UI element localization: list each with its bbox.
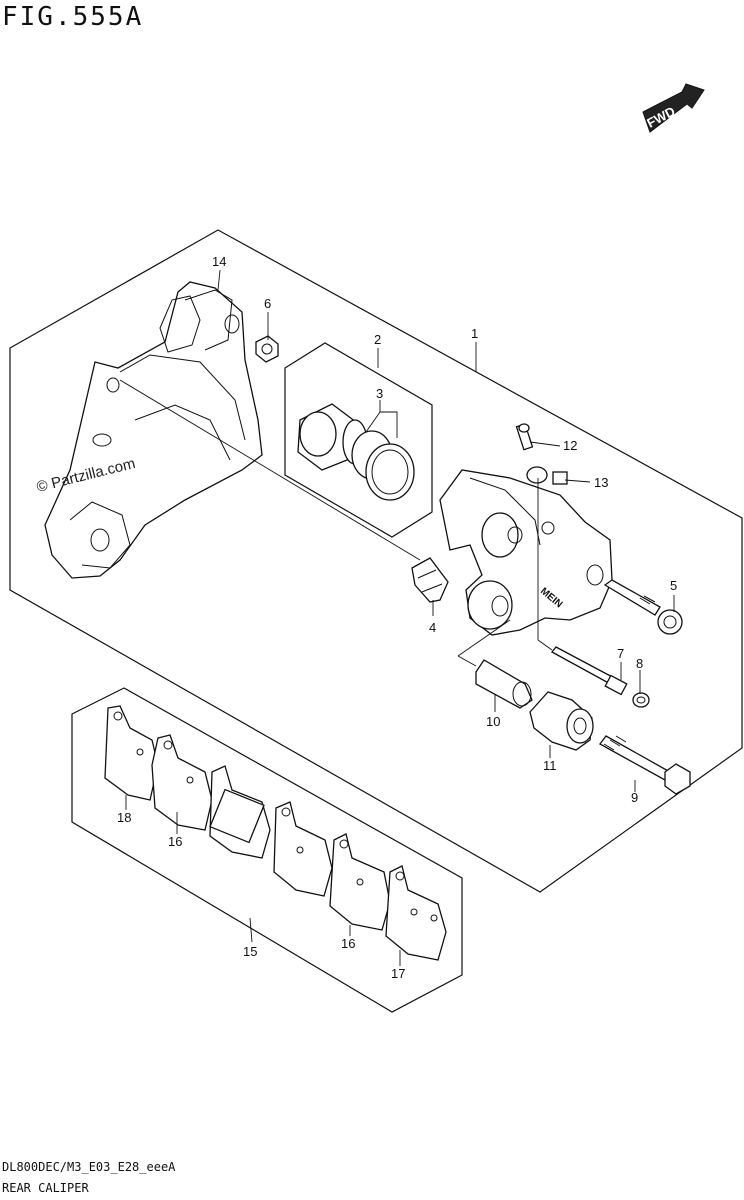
figure-code: DL800DEC/M3_E03_E28_eeeA (2, 1160, 176, 1174)
callout-16-right: 16 (341, 936, 355, 951)
brake-pad-left-b (209, 765, 271, 859)
callout-12: 12 (563, 438, 577, 453)
callout-3: 3 (376, 386, 383, 401)
callout-7: 7 (617, 646, 624, 661)
pad-set-outline (71, 687, 463, 1013)
piston-kit-outline (284, 342, 433, 538)
callout-18: 18 (117, 810, 131, 825)
callout-16-left: 16 (168, 834, 182, 849)
callout-labels: 1 2 3 4 5 6 7 8 9 10 11 12 13 14 15 16 1… (117, 254, 677, 981)
pad-spring-part (411, 557, 449, 603)
pin-bolt-part (603, 579, 683, 635)
callout-10: 10 (486, 714, 500, 729)
bolt-part (599, 735, 691, 795)
callout-6: 6 (264, 296, 271, 311)
brake-pad-left-a (151, 734, 213, 831)
nut-part (255, 335, 279, 363)
bleeder-cap-part (526, 466, 568, 485)
callout-1: 1 (471, 326, 478, 341)
callout-4: 4 (429, 620, 436, 635)
callout-14: 14 (212, 254, 226, 269)
caliper-body: MEIN (439, 469, 613, 636)
callout-9: 9 (631, 790, 638, 805)
fwd-label: FWD (644, 104, 677, 131)
pad-shim-inner (385, 865, 447, 961)
leader-lines (119, 269, 675, 966)
callout-17: 17 (391, 966, 405, 981)
pin-boot-part (632, 692, 650, 708)
caliper-bracket (44, 281, 263, 579)
bleeder-screw-part (515, 423, 534, 451)
brake-pad-right-a (273, 801, 333, 897)
pad-shim-outer (104, 705, 159, 801)
figure-name: REAR CALIPER (2, 1181, 89, 1195)
sleeve-part (475, 659, 533, 709)
brake-pad-right-b (329, 833, 391, 931)
callout-11: 11 (543, 758, 557, 773)
caliper-assembly-outline (9, 229, 743, 893)
piston-seal-rings (342, 419, 415, 501)
callout-15: 15 (243, 944, 257, 959)
callout-8: 8 (636, 656, 643, 671)
callout-2: 2 (374, 332, 381, 347)
callout-5: 5 (670, 578, 677, 593)
slide-pin-part (551, 646, 628, 696)
dust-boot-part (529, 691, 594, 751)
callout-13: 13 (594, 475, 608, 490)
figure-title: FIG.555A (2, 2, 144, 32)
fwd-arrow-icon: FWD (642, 83, 705, 133)
